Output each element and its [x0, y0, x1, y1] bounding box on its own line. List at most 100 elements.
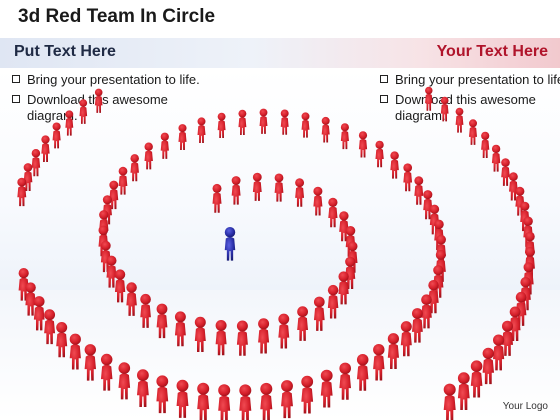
person-figure — [23, 163, 33, 191]
bullet-text: Bring your presentation to life. — [395, 72, 560, 87]
checkbox-bullet-icon — [12, 75, 20, 83]
person-figure — [238, 109, 247, 135]
person-figure — [218, 384, 231, 420]
person-figure — [428, 280, 439, 314]
person-figure — [412, 308, 423, 343]
person-figure — [217, 112, 226, 138]
figure-group — [17, 86, 535, 420]
person-figure — [44, 309, 56, 345]
person-figure — [356, 354, 369, 391]
person-figure — [258, 318, 270, 354]
person-figure — [327, 284, 339, 319]
person-figure — [178, 124, 187, 151]
right-heading: Your Text Here — [436, 43, 548, 60]
person-figure — [423, 190, 433, 220]
checkbox-bullet-icon — [380, 95, 388, 103]
person-figure — [320, 369, 333, 408]
person-figure — [280, 109, 289, 135]
person-figure — [440, 96, 449, 122]
person-figure — [106, 255, 117, 288]
person-figure — [340, 123, 349, 150]
person-figure — [281, 380, 293, 419]
person-figure — [443, 383, 456, 420]
person-figure — [33, 296, 45, 331]
person-figure — [358, 131, 368, 158]
person-figure — [259, 108, 268, 134]
person-figure — [100, 353, 113, 391]
person-figure — [509, 306, 521, 342]
person-figure — [137, 369, 149, 408]
bullet-text: Bring your presentation to life. — [27, 72, 200, 87]
person-figure — [56, 322, 68, 358]
person-figure — [118, 362, 131, 400]
person-figure — [215, 320, 227, 356]
person-figure — [212, 183, 222, 213]
person-figure — [339, 211, 349, 242]
person-figure — [481, 131, 490, 158]
person-figure — [79, 99, 88, 124]
person-figure — [414, 176, 424, 205]
person-figure — [17, 177, 27, 207]
person-figure — [470, 360, 483, 398]
person-figure — [176, 379, 189, 418]
person-figure — [31, 149, 41, 177]
left-heading: Put Text Here — [14, 43, 116, 60]
person-figure — [313, 186, 323, 216]
person-figure — [130, 154, 139, 182]
person-figure — [338, 271, 349, 305]
person-figure — [52, 122, 61, 149]
person-figure — [160, 132, 169, 159]
person-figure — [156, 375, 169, 414]
page-title: 3d Red Team In Circle — [18, 6, 216, 27]
person-figure — [375, 140, 384, 168]
person-figure — [339, 362, 351, 400]
person-figure — [156, 303, 168, 339]
person-figure — [297, 306, 308, 341]
person-figure — [501, 158, 510, 186]
person-figure — [373, 344, 385, 381]
person-figure — [400, 321, 412, 357]
person-figure — [455, 107, 464, 133]
list-item: Bring your presentation to life. — [378, 72, 560, 88]
person-figure — [260, 382, 273, 420]
left-bullet-list: Bring your presentation to life. Downloa… — [10, 72, 200, 128]
person-figure — [387, 333, 399, 369]
person-figure — [425, 86, 433, 111]
logo-text: Your Logo — [502, 401, 548, 412]
person-figure — [515, 186, 525, 216]
person-figure — [509, 172, 518, 201]
person-figure — [493, 334, 505, 371]
person-figure — [65, 110, 74, 136]
person-figure — [239, 384, 252, 420]
person-figure — [224, 227, 236, 261]
person-figure — [295, 178, 305, 207]
person-figure — [482, 347, 494, 385]
person-figure — [278, 313, 290, 349]
person-figure — [328, 197, 338, 228]
person-figure — [457, 372, 470, 411]
person-figure — [41, 135, 50, 162]
person-figure — [174, 311, 186, 347]
person-figure — [94, 88, 103, 113]
checkbox-bullet-icon — [380, 75, 388, 83]
person-figure — [231, 176, 241, 205]
person-figure — [301, 375, 314, 414]
person-figure — [236, 320, 248, 356]
person-figure — [194, 316, 206, 352]
person-figure — [421, 294, 432, 329]
person-figure — [140, 293, 151, 328]
person-figure — [301, 112, 310, 138]
person-figure — [491, 144, 501, 172]
person-figure — [84, 344, 96, 381]
person-figure — [69, 333, 81, 370]
person-figure — [252, 172, 262, 201]
person-figure — [25, 282, 36, 316]
person-figure — [197, 382, 210, 420]
checkbox-bullet-icon — [12, 95, 20, 103]
person-figure — [313, 296, 325, 331]
heading-band: Put Text Here Your Text Here — [0, 38, 560, 68]
person-figure — [18, 268, 29, 301]
person-figure — [118, 166, 128, 195]
person-figure — [126, 282, 137, 316]
